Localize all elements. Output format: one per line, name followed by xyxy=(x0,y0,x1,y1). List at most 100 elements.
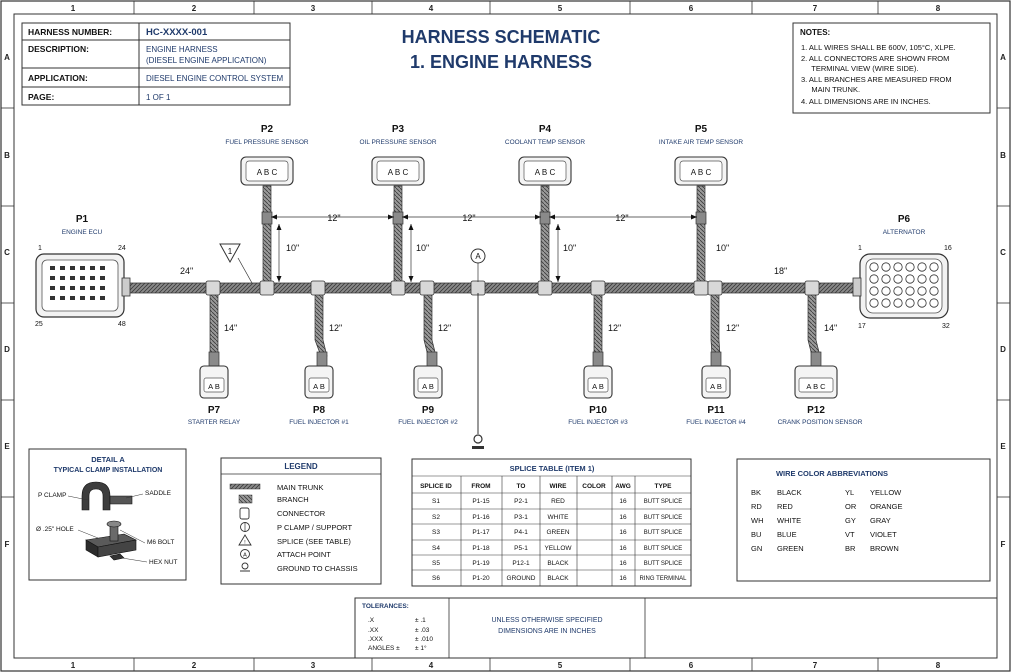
harness-number: HC-XXXX-001 xyxy=(146,27,208,38)
p9-id: P9 xyxy=(422,405,435,416)
dim-trunk-left: 24" xyxy=(180,266,193,276)
col-label: 8 xyxy=(936,661,941,670)
splice-table-header: TO xyxy=(517,483,526,490)
splice-table-cell: GREEN xyxy=(546,529,569,536)
row-label: C xyxy=(1000,248,1006,257)
splice-table-cell: 16 xyxy=(619,560,627,567)
p1-pin-25: 25 xyxy=(35,321,43,328)
lower-branches xyxy=(208,291,822,367)
ecu-pin-socket xyxy=(80,266,85,270)
p3-connector: P3 OIL PRESSURE SENSOR A B C xyxy=(359,124,437,186)
splice-table-cell: S6 xyxy=(432,575,440,582)
harness-number-label: HARNESS NUMBER: xyxy=(28,27,112,37)
legend-ground-icon xyxy=(240,562,250,572)
p11-id: P11 xyxy=(707,405,725,416)
p2-pins: A B C xyxy=(257,168,278,177)
alternator-pin-socket xyxy=(869,286,879,296)
p1-pin-48: 48 xyxy=(118,321,126,328)
col-label: 5 xyxy=(558,4,563,13)
splice-table-cell: 16 xyxy=(619,498,627,505)
p4-id: P4 xyxy=(539,124,552,135)
row-label: A xyxy=(4,53,10,62)
dimension-labels: 12" 12" 12" 10" 10" 10" 10" 24" 18" 14" … xyxy=(180,213,837,333)
upper-branches xyxy=(261,185,707,285)
splice-table-header: TYPE xyxy=(655,483,673,490)
legend-panel: LEGEND ! A MAIN TRUNK BRANCH CONNECTOR P… xyxy=(220,457,382,585)
alternator-pin-socket xyxy=(905,286,915,296)
row-label: D xyxy=(4,345,10,354)
splice-table-cell: YELLOW xyxy=(544,545,572,552)
p6-pin-32: 32 xyxy=(942,323,950,330)
wire-color-name: GREEN xyxy=(777,544,804,553)
note-line: TERMINAL VIEW (WIRE SIDE). xyxy=(801,64,919,73)
page-label: PAGE: xyxy=(28,92,54,102)
row-label: A xyxy=(1000,53,1006,62)
wire-color-name: ORANGE xyxy=(870,502,903,511)
wire-color-code: VT xyxy=(845,530,855,539)
p3-id: P3 xyxy=(392,124,405,135)
splice-table-cell: P1-16 xyxy=(472,514,490,521)
dim-p7: 14" xyxy=(224,323,237,333)
ecu-pin-socket xyxy=(100,266,105,270)
ecu-pin-socket xyxy=(90,276,95,280)
note-flag-icon: 1 xyxy=(219,243,253,284)
tolerance-label: .X xyxy=(368,617,375,624)
tolerance-value: ± .1 xyxy=(415,617,426,624)
col-label: 7 xyxy=(813,661,818,670)
p12-id: P12 xyxy=(807,405,825,416)
splice-table-header: AWG xyxy=(615,483,631,490)
ecu-pin-socket xyxy=(60,276,65,280)
dimension-lines xyxy=(271,214,697,282)
unless-note-line-1: UNLESS OTHERWISE SPECIFIED xyxy=(491,617,602,624)
splice-table-cell: P4-1 xyxy=(514,529,528,536)
wire-color-name: BROWN xyxy=(870,544,899,553)
col-label: 4 xyxy=(429,4,434,13)
p10-name: FUEL INJECTOR #3 xyxy=(568,419,628,426)
detail-a-panel: DETAIL A TYPICAL CLAMP INSTALLATION P CL… xyxy=(28,448,187,581)
row-label: C xyxy=(4,248,10,257)
p8-pins: A B xyxy=(313,382,325,391)
col-label: 3 xyxy=(311,661,316,670)
note-line: 1. ALL WIRES SHALL BE 600V, 105°C, XLPE. xyxy=(801,43,956,52)
alternator-pin-socket xyxy=(881,274,891,284)
alternator-pin-socket xyxy=(917,262,927,272)
title-block: HARNESS NUMBER: HC-XXXX-001 DESCRIPTION:… xyxy=(21,22,291,106)
dim-p10: 12" xyxy=(608,323,621,333)
legend-item: BRANCH xyxy=(277,495,309,504)
p11-name: FUEL INJECTOR #4 xyxy=(686,419,746,426)
ecu-pin-socket xyxy=(70,276,75,280)
p1-engine-ecu-connector: P1 ENGINE ECU 1 24 25 48 xyxy=(35,214,131,328)
col-label: 3 xyxy=(311,4,316,13)
description-line-1: ENGINE HARNESS xyxy=(146,45,218,54)
row-label: F xyxy=(5,540,10,549)
dim-p5: 10" xyxy=(716,243,729,253)
p1-pin-1: 1 xyxy=(38,245,42,252)
p5-name: INTAKE AIR TEMP SENSOR xyxy=(659,139,743,146)
splice-table-cell: P3-1 xyxy=(514,514,528,521)
col-label: 2 xyxy=(192,4,197,13)
splice-table-header: SPLICE ID xyxy=(420,483,452,490)
title-line-2: 1. ENGINE HARNESS xyxy=(410,52,592,72)
ecu-pin-socket xyxy=(50,276,55,280)
p2-id: P2 xyxy=(261,124,274,135)
legend-item: ATTACH POINT xyxy=(277,550,331,559)
legend-connector-icon xyxy=(239,507,250,520)
dim-p4: 10" xyxy=(563,243,576,253)
col-label: 5 xyxy=(558,661,563,670)
application-value: DIESEL ENGINE CONTROL SYSTEM xyxy=(146,74,284,83)
title-line-1: HARNESS SCHEMATIC xyxy=(402,27,601,47)
p10-connector: A B P10 FUEL INJECTOR #3 xyxy=(568,365,628,426)
p1-id: P1 xyxy=(76,214,89,225)
attach-point-callout: A xyxy=(470,248,486,282)
splice-table-cell: BLACK xyxy=(547,575,569,582)
p12-pins: A B C xyxy=(806,382,826,391)
splice-table-cell: BUTT SPLICE xyxy=(644,515,683,521)
row-label: E xyxy=(4,442,10,451)
splice-table-cell: S1 xyxy=(432,498,440,505)
alternator-pin-socket xyxy=(869,274,879,284)
p9-connector: A B P9 FUEL INJECTOR #2 xyxy=(398,365,458,426)
detail-title: DETAIL A xyxy=(91,455,125,464)
wire-color-title: WIRE COLOR ABBREVIATIONS xyxy=(776,469,888,478)
